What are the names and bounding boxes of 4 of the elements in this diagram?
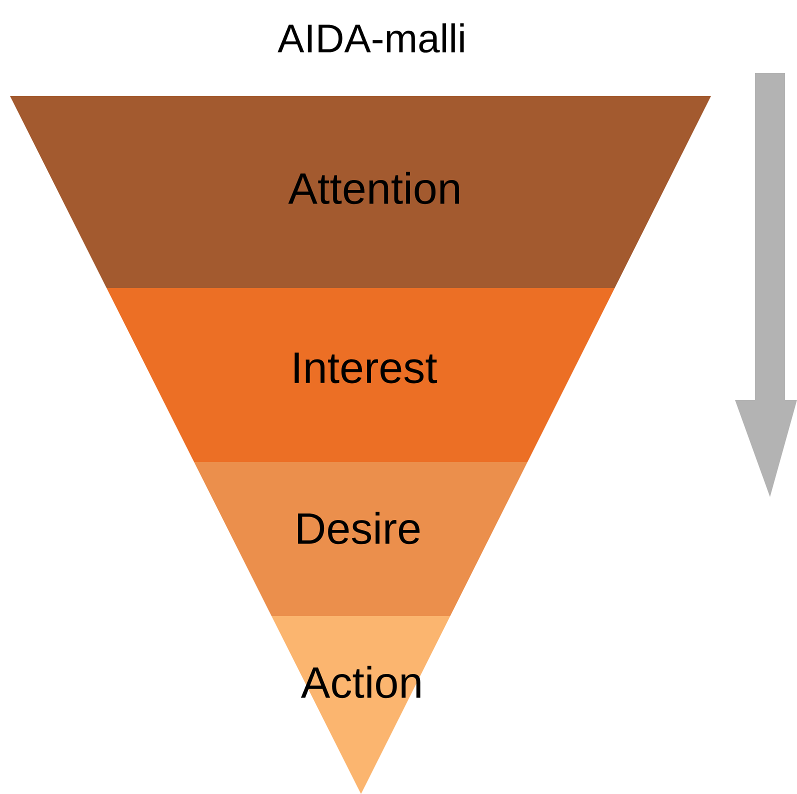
funnel-band: Desire	[194, 462, 528, 616]
funnel-band: Attention	[10, 96, 711, 288]
funnel-band: Interest	[106, 288, 615, 462]
title: AIDA-malli	[278, 23, 464, 53]
